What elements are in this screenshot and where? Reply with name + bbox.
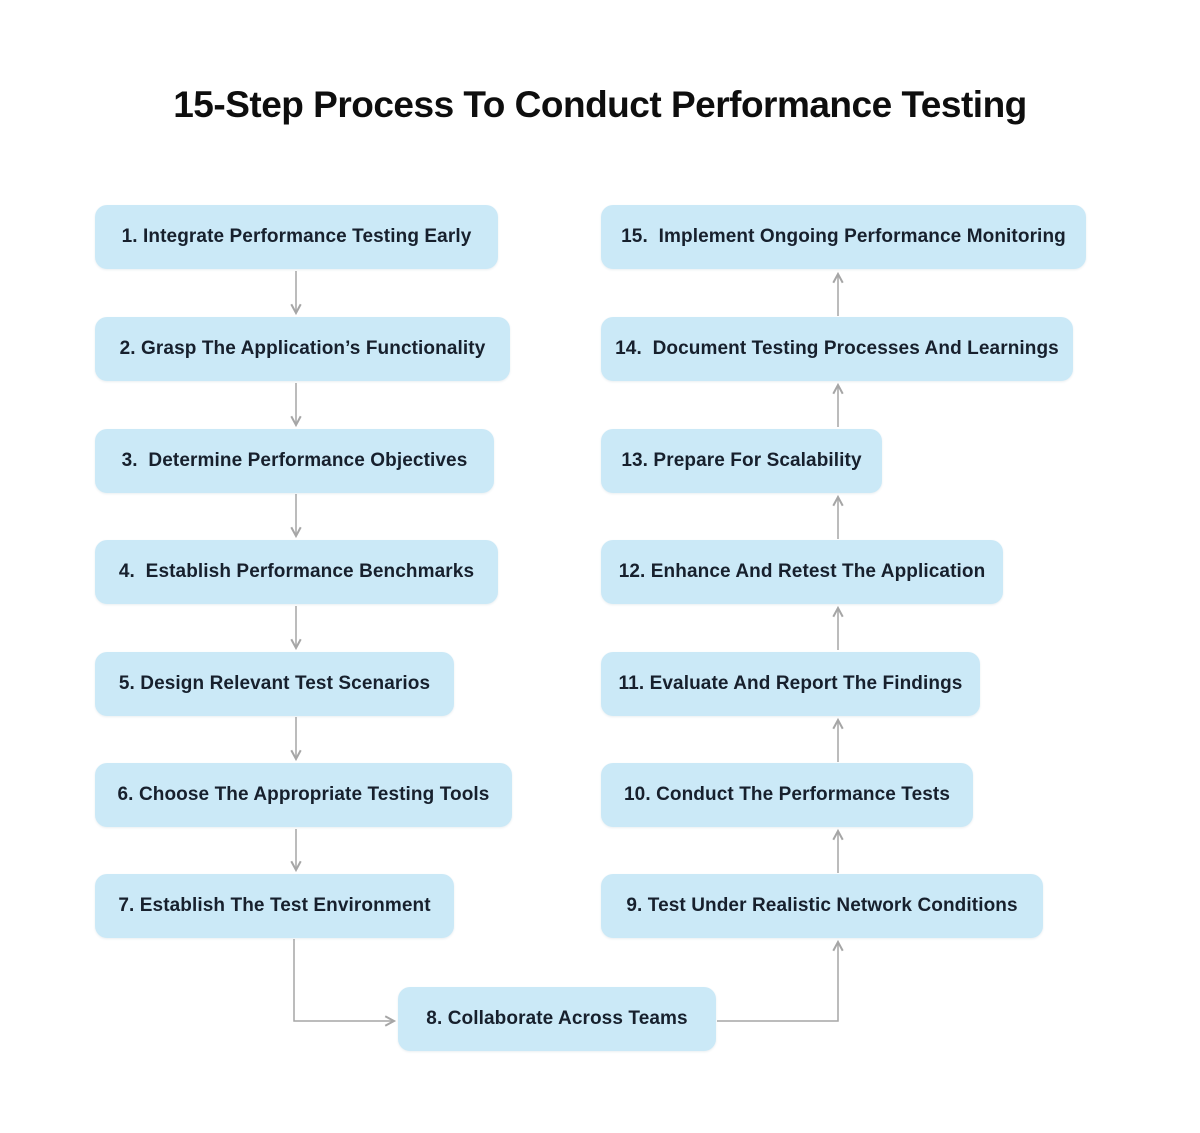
- step-box-9: 9. Test Under Realistic Network Conditio…: [601, 874, 1043, 938]
- step-label-6: 6. Choose The Appropriate Testing Tools: [117, 784, 490, 805]
- step-label-12: 12. Enhance And Retest The Application: [618, 561, 986, 582]
- step-box-7: 7. Establish The Test Environment: [95, 874, 454, 938]
- step-box-10: 10. Conduct The Performance Tests: [601, 763, 973, 827]
- step-box-15: 15. Implement Ongoing Performance Monito…: [601, 205, 1086, 269]
- step-label-2: 2. Grasp The Application’s Functionality: [119, 338, 486, 359]
- step-label-10: 10. Conduct The Performance Tests: [623, 784, 951, 805]
- step-label-15: 15. Implement Ongoing Performance Monito…: [621, 226, 1066, 247]
- step-box-1: 1. Integrate Performance Testing Early: [95, 205, 498, 269]
- step-label-8: 8. Collaborate Across Teams: [426, 1008, 688, 1029]
- step-box-14: 14. Document Testing Processes And Learn…: [601, 317, 1073, 381]
- step-box-12: 12. Enhance And Retest The Application: [601, 540, 1003, 604]
- step-label-5: 5. Design Relevant Test Scenarios: [118, 673, 431, 694]
- step-label-13: 13. Prepare For Scalability: [621, 450, 862, 471]
- step-box-3: 3. Determine Performance Objectives: [95, 429, 494, 493]
- step-label-9: 9. Test Under Realistic Network Conditio…: [626, 895, 1018, 916]
- step-box-11: 11. Evaluate And Report The Findings: [601, 652, 980, 716]
- step-box-5: 5. Design Relevant Test Scenarios: [95, 652, 454, 716]
- step-box-6: 6. Choose The Appropriate Testing Tools: [95, 763, 512, 827]
- step-label-1: 1. Integrate Performance Testing Early: [121, 226, 472, 247]
- step-label-4: 4. Establish Performance Benchmarks: [118, 561, 475, 582]
- arrow-step8-step9: [717, 939, 844, 1022]
- step-label-11: 11. Evaluate And Report The Findings: [618, 673, 963, 694]
- step-box-4: 4. Establish Performance Benchmarks: [95, 540, 498, 604]
- step-label-7: 7. Establish The Test Environment: [118, 895, 431, 916]
- step-box-2: 2. Grasp The Application’s Functionality: [95, 317, 510, 381]
- arrow-step7-step8: [293, 939, 397, 1027]
- step-box-13: 13. Prepare For Scalability: [601, 429, 882, 493]
- step-label-3: 3. Determine Performance Objectives: [121, 450, 468, 471]
- step-label-14: 14. Document Testing Processes And Learn…: [615, 338, 1059, 359]
- page-title: 15-Step Process To Conduct Performance T…: [173, 84, 1027, 125]
- step-box-8: 8. Collaborate Across Teams: [398, 987, 716, 1051]
